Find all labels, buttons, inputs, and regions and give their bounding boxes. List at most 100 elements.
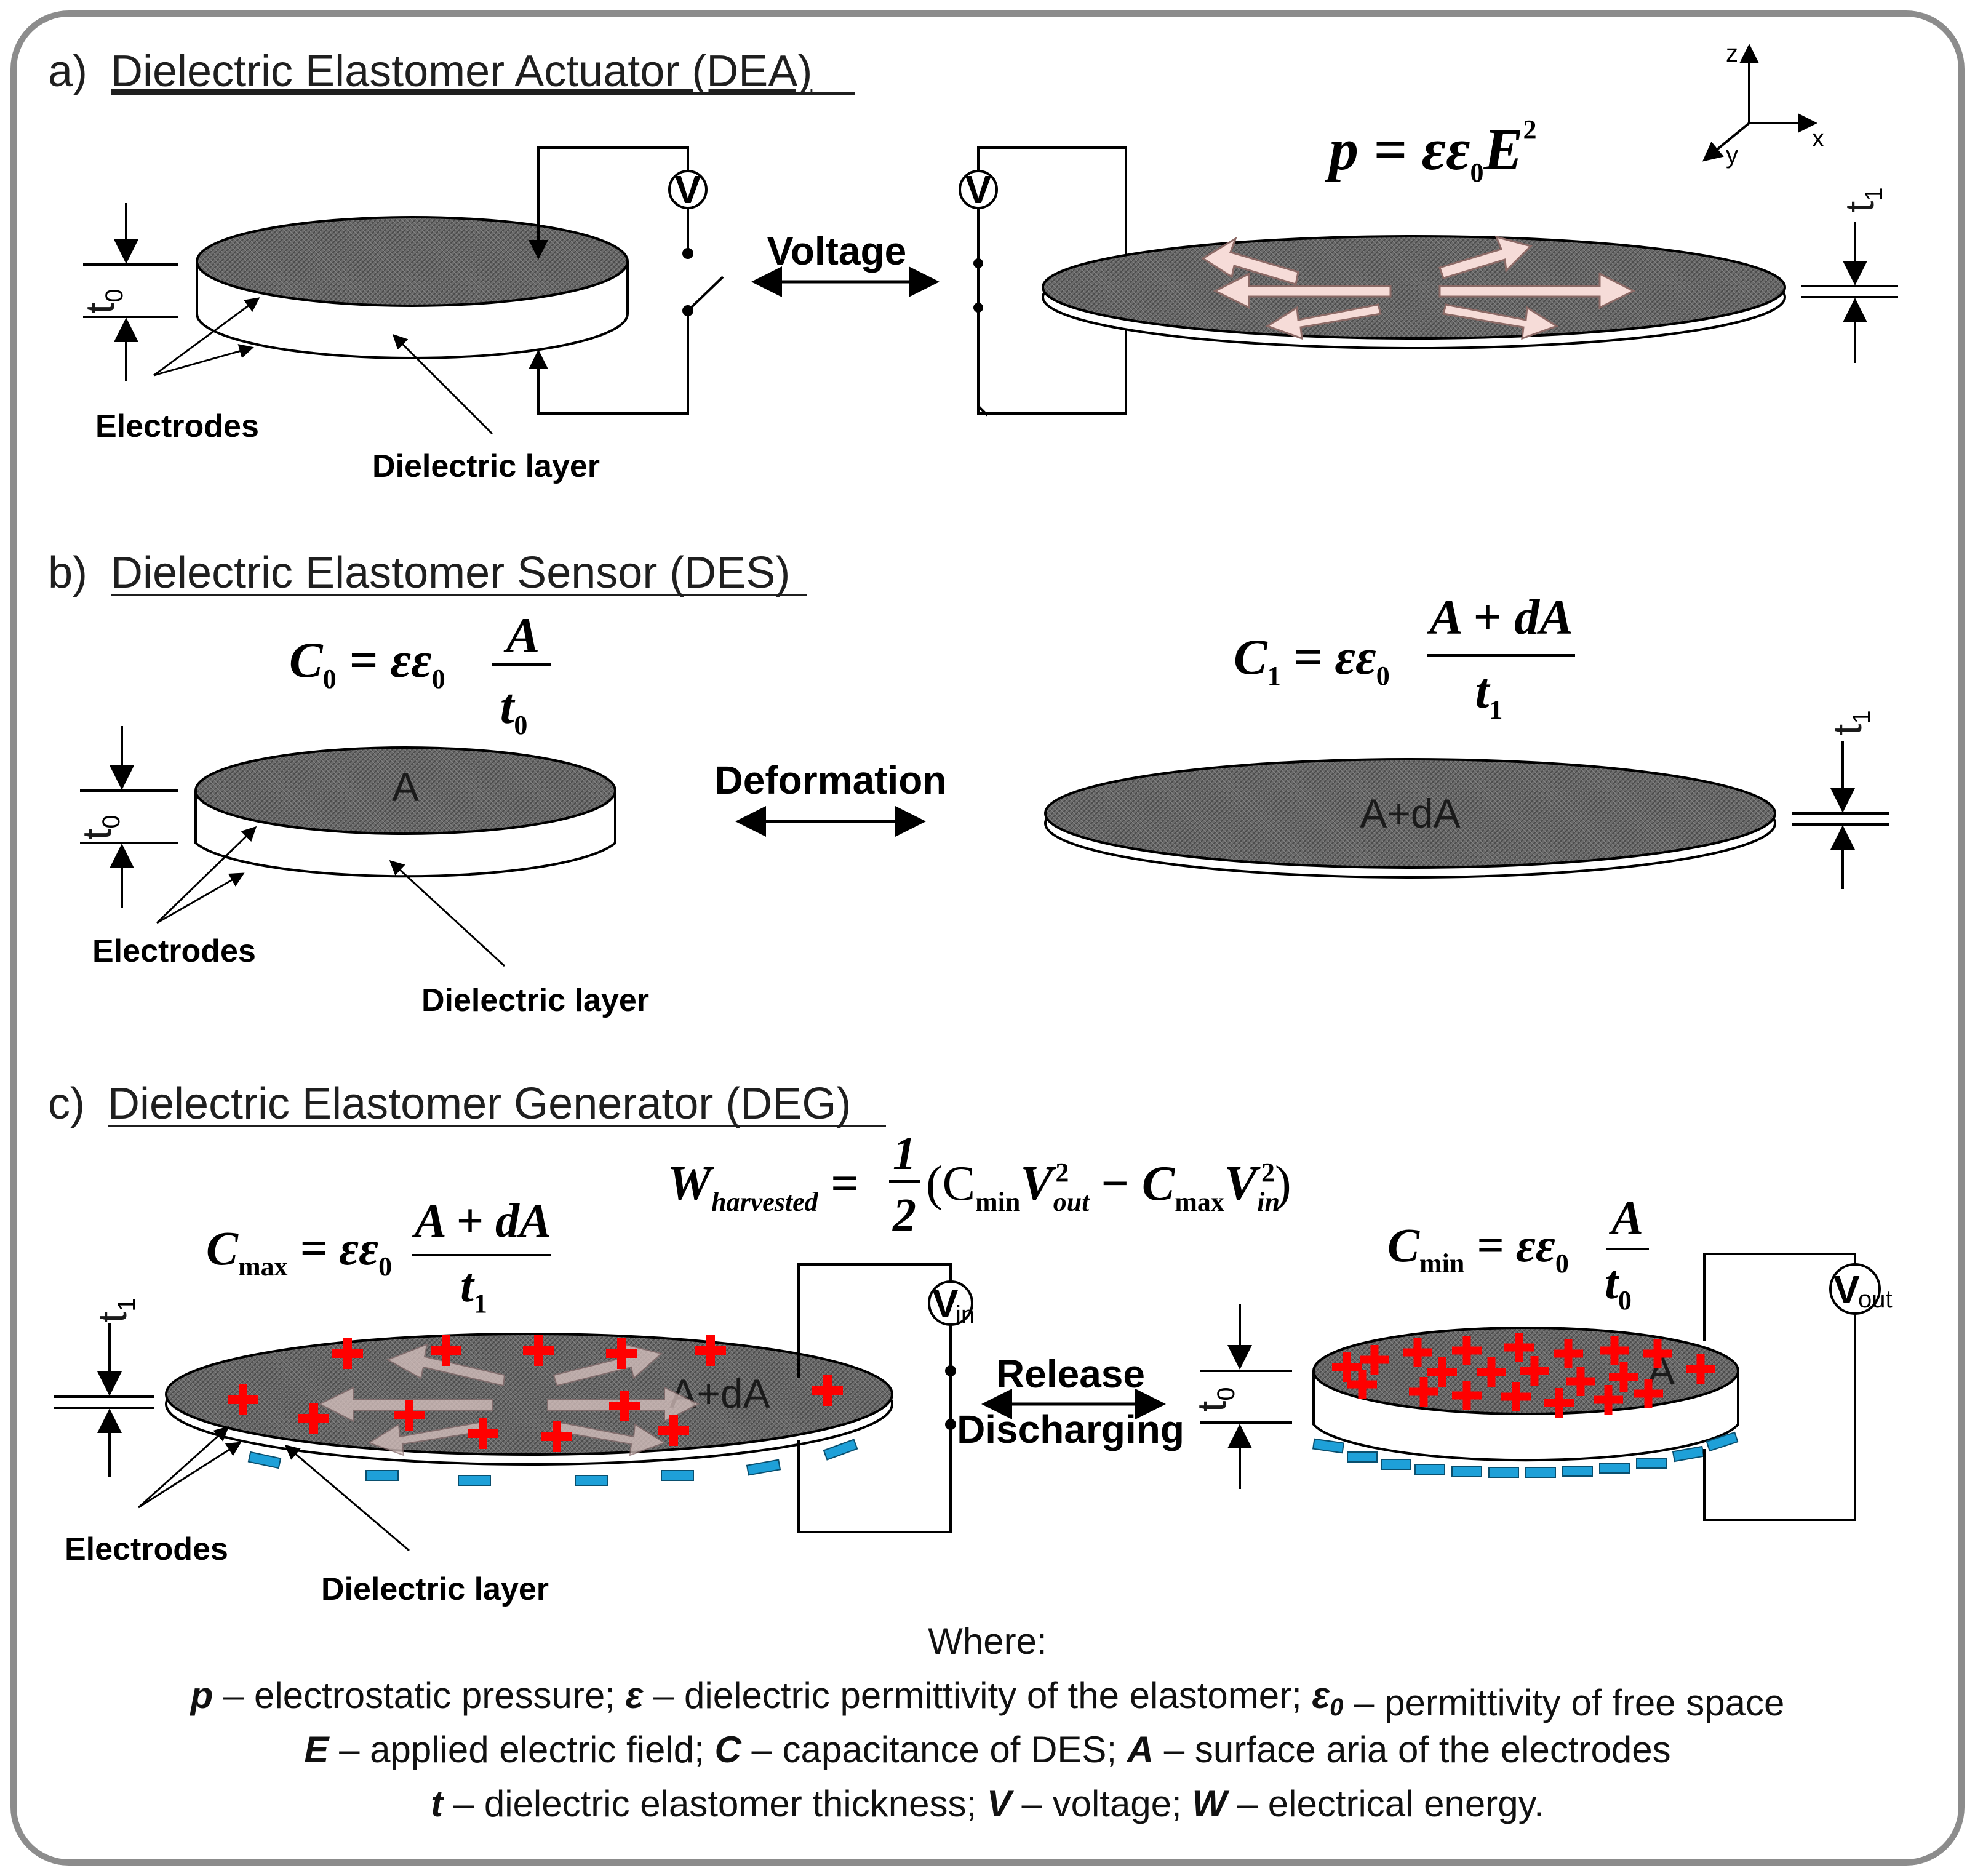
svg-text:(CminVout2 − CmaxVin2): (CminVout2 − CmaxVin2) [926, 1157, 1291, 1217]
des-disc-stretched: A+dA [1044, 758, 1776, 879]
svg-text:Cmin = εε0: Cmin = εε0 [1387, 1218, 1569, 1279]
deg-t0-dimension [1200, 1304, 1292, 1489]
plus-charge [228, 1384, 258, 1415]
minus-charge [661, 1470, 694, 1481]
legend-line3-run-2: V [987, 1783, 1015, 1824]
deg-voltmeter-in: V in [928, 1280, 975, 1328]
axes-indicator [1702, 44, 1817, 162]
dea-dielectric-label: Dielectric layer [372, 449, 600, 484]
svg-text:out: out [1858, 1286, 1893, 1313]
plus-charge [606, 1338, 637, 1369]
legend-line-1: p – electrostatic pressure; ε – dielectr… [190, 1675, 1785, 1723]
section-a-title: Dielectric Elastomer Actuator (DEA) [111, 47, 812, 96]
minus-charge [458, 1475, 491, 1486]
dea-electrodes-label: Electrodes [95, 409, 259, 444]
legend-line-3: t – dielectric elastomer thickness; V – … [431, 1783, 1544, 1824]
des-pointer-lines [156, 826, 506, 967]
minus-charge [1381, 1459, 1411, 1470]
deg-negative-charges-stretched [247, 1439, 858, 1486]
plus-charge [332, 1338, 363, 1369]
svg-text:t0: t0 [500, 678, 528, 740]
minus-charge [823, 1439, 858, 1461]
svg-text:Wharvested =: Wharvested = [668, 1157, 858, 1217]
plus-charge [1554, 1339, 1583, 1368]
des-t0-dimension [80, 726, 178, 908]
plus-charge [431, 1335, 461, 1366]
minus-charge [1312, 1438, 1345, 1454]
plus-charge [812, 1375, 843, 1406]
dea-circuit-closed [973, 146, 1127, 417]
plus-charge [298, 1403, 329, 1434]
cmin-equation: Cmin = εε0 A t0 [1387, 1191, 1649, 1315]
dea-voltmeter-right: V [959, 167, 998, 212]
discharging-label: Discharging [957, 1407, 1184, 1451]
plus-charge [523, 1335, 554, 1366]
plus-charge [1686, 1354, 1715, 1384]
legend-line1-run-1: – electrostatic pressure; [213, 1675, 625, 1716]
svg-text:t0: t0 [77, 289, 128, 314]
dea-t0-label: t0 [77, 289, 128, 314]
svg-text:t0: t0 [74, 815, 125, 840]
legend-line1-run-6: – permittivity of free space [1343, 1682, 1784, 1723]
plus-charge [1594, 1385, 1623, 1415]
legend-line1-run-2: ε [626, 1675, 644, 1716]
legend: Where: p – electrostatic pressure; ε – d… [190, 1621, 1785, 1824]
des-electrodes-label: Electrodes [92, 933, 256, 969]
plus-charge [541, 1421, 572, 1452]
minus-charge [575, 1475, 608, 1486]
deg-circuit-out [1703, 1253, 1856, 1521]
plus-charge [1347, 1370, 1377, 1399]
legend-line2-run-4: A [1126, 1729, 1154, 1770]
w-equation: Wharvested = 1 2 (CminVout2 − CmaxVin2) [668, 1128, 1291, 1241]
deg-t1-label: t1 [89, 1298, 140, 1323]
minus-charge [1525, 1467, 1556, 1478]
plus-charge [695, 1335, 726, 1366]
minus-charge [1562, 1466, 1593, 1477]
section-a: a) Dielectric Elastomer Actuator (DEA) t… [48, 40, 1898, 484]
svg-text:A + dA: A + dA [1426, 589, 1573, 645]
plus-charge [1409, 1377, 1438, 1407]
deg-negative-charges-relaxed [1312, 1431, 1739, 1478]
minus-charge [1599, 1463, 1630, 1474]
dea-voltmeter-left: V [668, 167, 708, 212]
section-c-letter: c) [48, 1079, 85, 1128]
des-disc-relaxed: A [194, 746, 616, 878]
svg-text:t0: t0 [1605, 1255, 1632, 1315]
svg-text:A + dA: A + dA [412, 1194, 551, 1247]
minus-charge [1636, 1458, 1667, 1469]
deg-electrodes-label: Electrodes [65, 1531, 228, 1567]
dea-t0-dimension [83, 203, 178, 381]
svg-text:t1: t1 [1837, 187, 1888, 212]
dea-stretched-electrode [1042, 235, 1786, 340]
axis-y-label: y [1726, 142, 1738, 169]
section-c-title: Dielectric Elastomer Generator (DEG) [108, 1079, 851, 1128]
legend-line3-run-1: – dielectric elastomer thickness; [443, 1783, 987, 1824]
plus-charge [1501, 1382, 1531, 1411]
minus-charge [1347, 1451, 1378, 1463]
dea-top-electrode [196, 216, 629, 307]
legend-line3-run-5: – electrical energy. [1227, 1783, 1544, 1824]
voltage-label: Voltage [767, 229, 906, 273]
plus-charge [1544, 1388, 1574, 1418]
section-c: c) Dielectric Elastomer Generator (DEG) … [48, 1079, 1893, 1607]
des-t1-dimension [1792, 741, 1889, 889]
plus-charge [1634, 1379, 1663, 1408]
plus-charge [1403, 1338, 1432, 1367]
c0-equation: C0 = εε0 A t0 [289, 607, 551, 740]
plus-charge [658, 1415, 689, 1446]
deg-positive-charges-stretched [228, 1335, 843, 1452]
minus-charge [746, 1459, 781, 1476]
des-t1-label: t1 [1824, 710, 1875, 735]
deg-pointer-lines [137, 1426, 410, 1552]
svg-text:t1: t1 [1824, 710, 1875, 735]
svg-text:2: 2 [892, 1189, 916, 1241]
minus-charge [1451, 1466, 1482, 1477]
des-t0-label: t0 [74, 815, 125, 840]
svg-text:V: V [675, 167, 701, 212]
section-b-letter: b) [48, 548, 87, 597]
minus-charge [1414, 1464, 1445, 1475]
dea-pointer-lines [153, 297, 493, 435]
svg-text:A: A [1608, 1191, 1643, 1244]
svg-text:C1 = εε0: C1 = εε0 [1234, 629, 1390, 691]
